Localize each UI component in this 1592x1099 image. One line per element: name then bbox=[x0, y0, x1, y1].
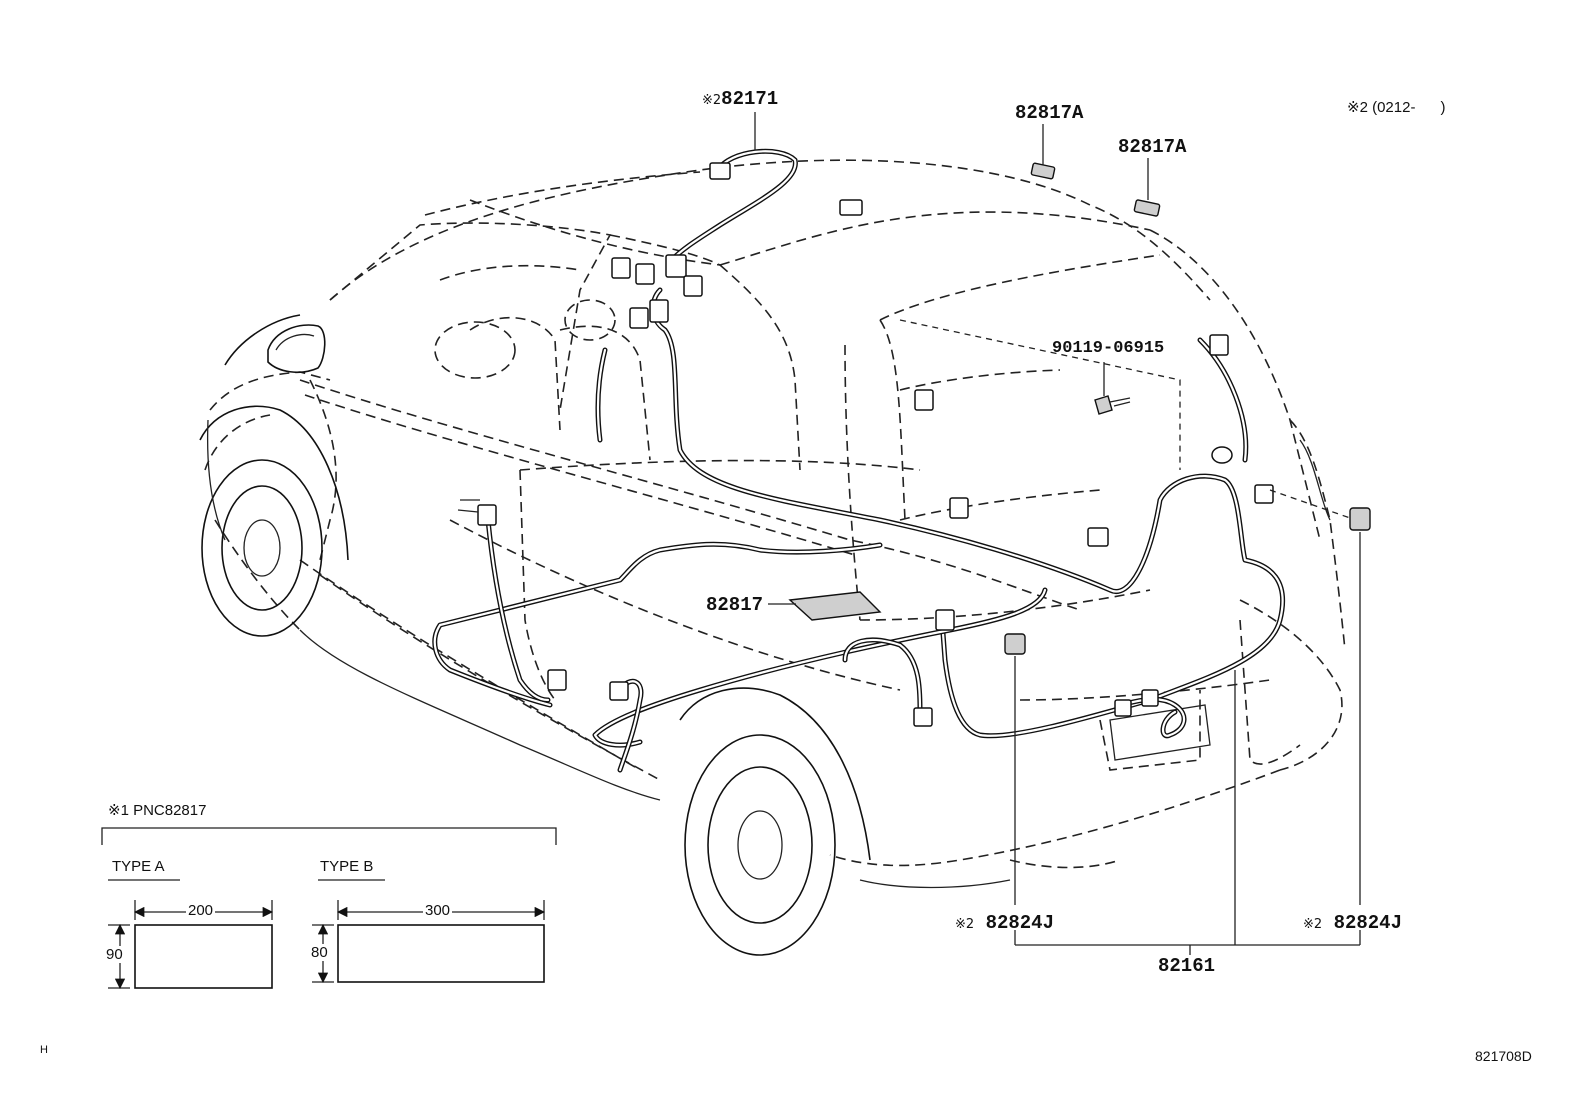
connector-blocks bbox=[457, 162, 1274, 727]
callout-82824j-right-number: 82824J bbox=[1333, 912, 1402, 934]
callout-82824j-right-mark: ※2 bbox=[1303, 917, 1323, 932]
bolt-90119-06915 bbox=[1094, 362, 1131, 415]
roof-wire-harness bbox=[667, 112, 798, 265]
tape-82817 bbox=[768, 591, 882, 621]
legend-type-a-label: TYPE A bbox=[112, 858, 165, 875]
callout-82824j-left-number: 82824J bbox=[985, 912, 1054, 934]
connector-82824j-left bbox=[1004, 633, 1026, 905]
legend-type-a-height: 90 bbox=[106, 946, 123, 963]
connector-82824j-right bbox=[1269, 489, 1371, 905]
callout-82817a-2: 82817A bbox=[1118, 136, 1187, 158]
legend-type-a bbox=[108, 879, 274, 990]
rear-wheel bbox=[679, 687, 871, 956]
roof-clip-82817a-2 bbox=[1133, 158, 1161, 217]
legend-bracket bbox=[101, 827, 557, 845]
legend-title: ※1 PNC82817 bbox=[108, 802, 207, 819]
callout-82171-mark: ※2 bbox=[702, 93, 722, 108]
callout-date-note: ※2 (0212- ) bbox=[1347, 99, 1446, 116]
leader-82161 bbox=[1014, 670, 1361, 955]
callout-82161: 82161 bbox=[1158, 955, 1216, 977]
roof-clip-82817a-1 bbox=[1030, 124, 1056, 180]
legend-type-b-width: 300 bbox=[423, 902, 453, 919]
callout-82171: ※282171 bbox=[702, 88, 778, 110]
bolt-leader bbox=[899, 319, 1181, 470]
legend-type-b-label: TYPE B bbox=[320, 858, 374, 875]
callout-82824j-right: ※2 82824J bbox=[1303, 912, 1402, 934]
callout-82824j-left: ※2 82824J bbox=[955, 912, 1054, 934]
legend-type-b bbox=[312, 879, 546, 984]
callout-82817a-1: 82817A bbox=[1015, 102, 1084, 124]
car-body-outline bbox=[204, 159, 1346, 869]
footer-diagram-code: 821708D bbox=[1475, 1048, 1532, 1064]
legend-type-a-width: 200 bbox=[186, 902, 216, 919]
body-solid-lines bbox=[207, 419, 1331, 889]
footer-left-mark: H bbox=[40, 1044, 48, 1056]
side-mirror bbox=[267, 324, 326, 374]
legend-type-b-height: 80 bbox=[311, 944, 328, 961]
front-wheel bbox=[199, 405, 349, 637]
callout-90119-06915: 90119-06915 bbox=[1052, 339, 1165, 358]
callout-82817: 82817 bbox=[706, 594, 764, 616]
callout-82824j-left-mark: ※2 bbox=[955, 917, 975, 932]
callout-82171-number: 82171 bbox=[721, 88, 779, 110]
